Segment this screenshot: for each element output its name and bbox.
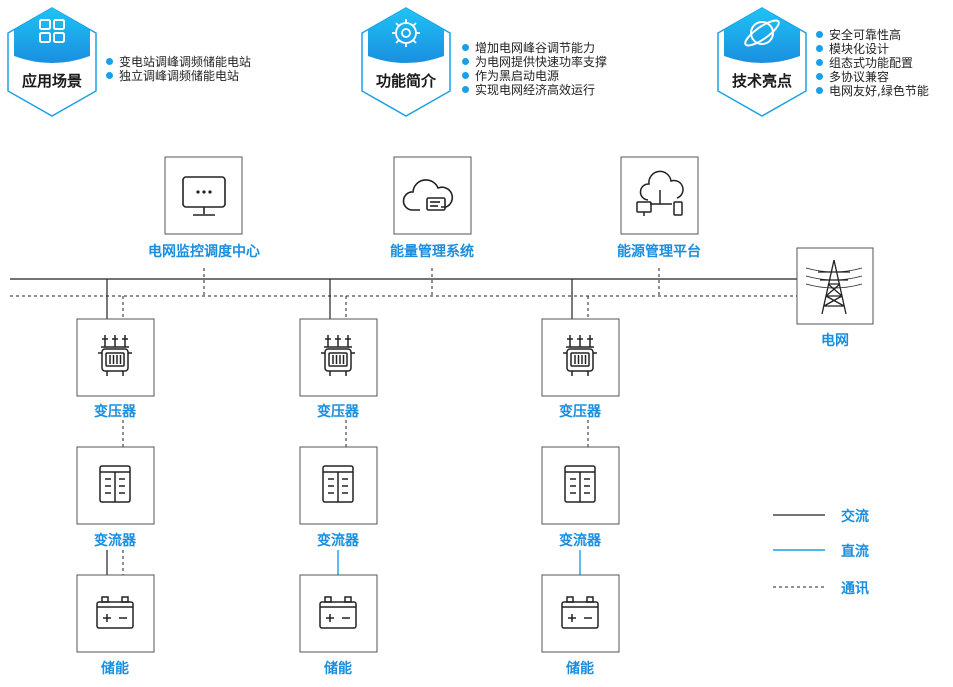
legend-dc-label: 直流 [841, 544, 869, 560]
list-item: 作为黑启动电源 [462, 69, 607, 83]
transformer-icon [98, 335, 132, 376]
scenes-list: 变电站调峰调频储能电站 独立调峰调频储能电站 [106, 55, 251, 83]
legend-ac-label: 交流 [841, 509, 869, 525]
transformer-icon [321, 335, 355, 376]
cloud-icon [402, 179, 454, 211]
converter-icon [99, 465, 131, 503]
cloud-devices-icon [636, 170, 684, 216]
converter-box [76, 446, 155, 525]
transformer-box [541, 318, 620, 397]
battery-icon [561, 596, 599, 629]
monitor-icon [182, 176, 226, 216]
storage-box [299, 574, 378, 653]
grid-label: 电网 [821, 333, 849, 349]
list-item: 增加电网峰谷调节能力 [462, 41, 607, 55]
highlights-list: 安全可靠性高 模块化设计 组态式功能配置 多协议兼容 电网友好,绿色节能 [816, 28, 929, 98]
platform-label: 能源管理平台 [617, 244, 701, 260]
grid-box [796, 247, 874, 325]
transformer-icon [563, 335, 597, 376]
list-item: 电网友好,绿色节能 [816, 84, 929, 98]
legend-comm-label: 通讯 [841, 581, 869, 597]
branch-2 [299, 279, 378, 653]
ems-label: 能量管理系统 [390, 244, 474, 260]
legend [773, 514, 825, 588]
converter-label: 变流器 [317, 533, 359, 549]
list-item: 独立调峰调频储能电站 [106, 69, 251, 83]
list-item: 多协议兼容 [816, 70, 929, 84]
storage-label: 储能 [566, 661, 594, 677]
transformer-label: 变压器 [94, 404, 136, 420]
converter-icon [564, 465, 596, 503]
storage-label: 储能 [324, 661, 352, 677]
list-item: 模块化设计 [816, 42, 929, 56]
list-item: 为电网提供快速功率支撑 [462, 55, 607, 69]
branch-3 [541, 279, 620, 653]
converter-box [299, 446, 378, 525]
scenes-title: 应用场景 [21, 72, 82, 90]
transformer-label: 变压器 [559, 404, 601, 420]
list-item: 实现电网经济高效运行 [462, 83, 607, 97]
transformer-box [76, 318, 155, 397]
ems-box [393, 156, 472, 235]
scenes-hexagon [7, 7, 97, 117]
converter-label: 变流器 [559, 533, 601, 549]
functions-title: 功能简介 [375, 72, 436, 90]
highlights-title: 技术亮点 [731, 72, 792, 90]
storage-box [541, 574, 620, 653]
converter-icon [322, 465, 354, 503]
transformer-label: 变压器 [317, 404, 359, 420]
grid-icon [39, 19, 65, 43]
functions-hexagon [361, 7, 451, 117]
transmission-tower-icon [805, 259, 863, 315]
converter-label: 变流器 [94, 533, 136, 549]
gear-icon [392, 19, 420, 47]
monitor-box [164, 156, 243, 235]
planet-icon [744, 19, 780, 47]
list-item: 组态式功能配置 [816, 56, 929, 70]
branch-1 [76, 279, 155, 653]
transformer-box [299, 318, 378, 397]
list-item: 安全可靠性高 [816, 28, 929, 42]
functions-list: 增加电网峰谷调节能力 为电网提供快速功率支撑 作为黑启动电源 实现电网经济高效运… [462, 41, 607, 97]
battery-icon [96, 596, 134, 629]
platform-box [620, 156, 699, 235]
storage-label: 储能 [101, 661, 129, 677]
monitor-label: 电网监控调度中心 [148, 244, 260, 260]
list-item: 变电站调峰调频储能电站 [106, 55, 251, 69]
storage-box [76, 574, 155, 653]
converter-box [541, 446, 620, 525]
highlights-hexagon [717, 7, 807, 117]
battery-icon [319, 596, 357, 629]
